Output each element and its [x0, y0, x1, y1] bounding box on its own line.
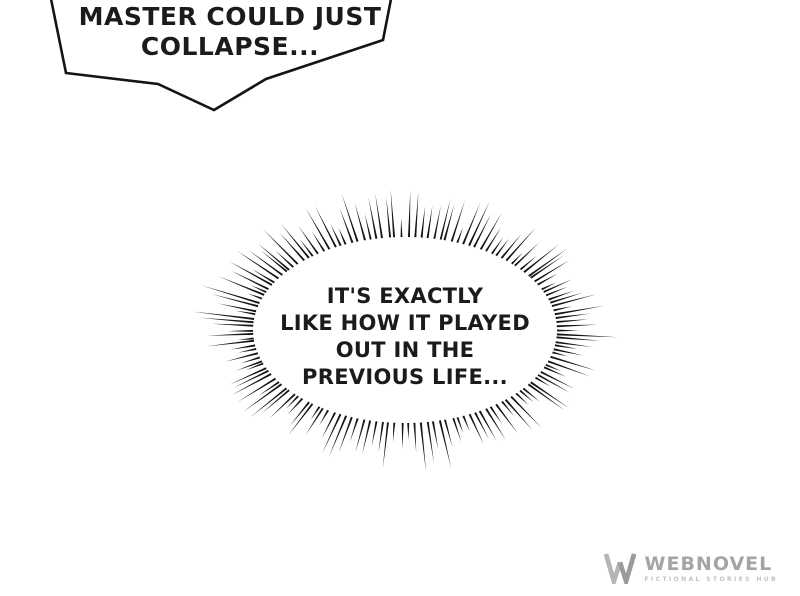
- speech-bubble-line: MASTER COULD JUST: [78, 2, 382, 31]
- burst-bubble-line: OUT IN THE: [335, 338, 475, 362]
- burst-bubble-line: LIKE HOW IT PLAYED: [280, 311, 530, 335]
- webnovel-watermark: WEBNOVEL FICTIONAL STORIES HUB: [603, 552, 778, 584]
- watermark-text: WEBNOVEL FICTIONAL STORIES HUB: [645, 554, 778, 583]
- webnovel-tagline: FICTIONAL STORIES HUB: [644, 575, 778, 583]
- webnovel-logo-icon: [603, 553, 636, 584]
- webnovel-brand: WEBNOVEL: [644, 552, 773, 575]
- burst-bubble-line: IT'S EXACTLY: [326, 284, 484, 308]
- speech-bubble-text: MASTER COULD JUST COLLAPSE...: [72, 2, 388, 62]
- speech-bubble-line: COLLAPSE...: [140, 32, 320, 61]
- burst-bubble-line: PREVIOUS LIFE...: [302, 365, 508, 389]
- burst-bubble-text: IT'S EXACTLY LIKE HOW IT PLAYED OUT IN T…: [255, 283, 555, 391]
